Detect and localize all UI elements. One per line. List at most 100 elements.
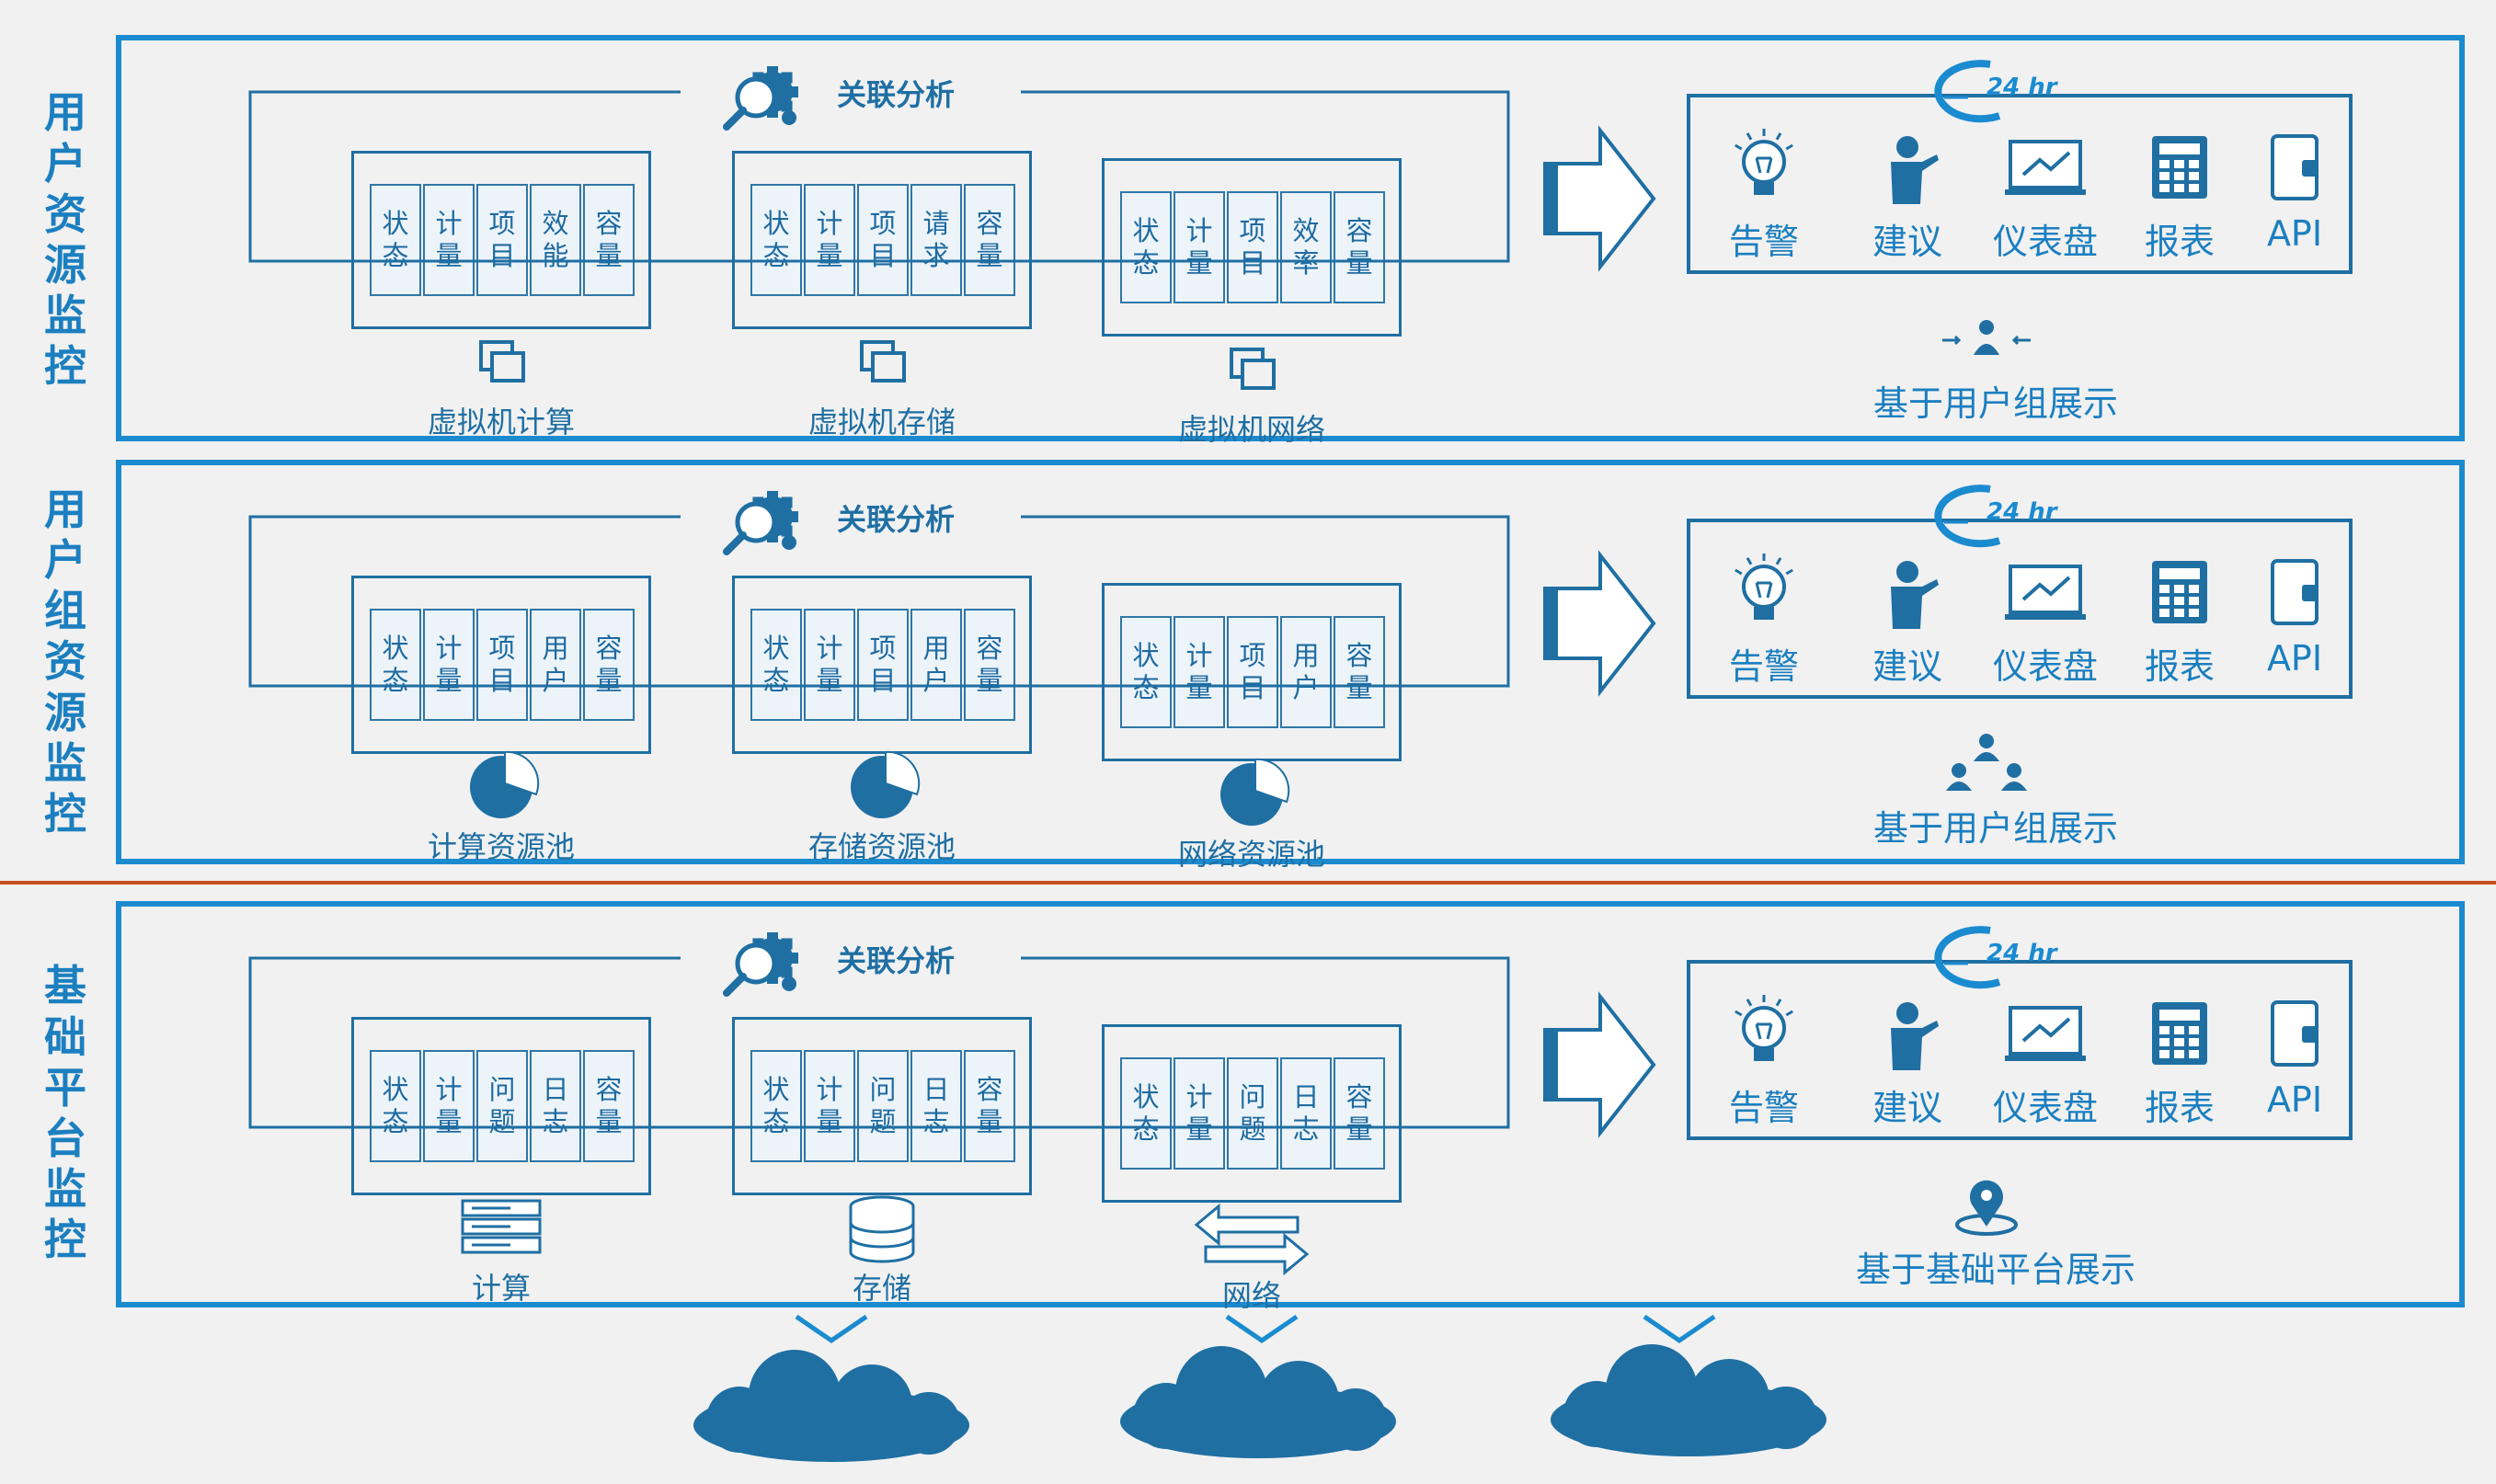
metric-card-char: 态 [762, 1106, 790, 1137]
output-label-4: API [2266, 638, 2323, 679]
user-group-icon [1979, 734, 1994, 748]
metric-card-char: 项 [869, 208, 897, 240]
row-label-char: 基 [44, 961, 86, 1011]
group-label-1: 存储资源池 [807, 829, 956, 864]
association-loop-line [248, 515, 1510, 688]
metric-card-char: 量 [1345, 672, 1373, 703]
lightbulb-icon [1742, 565, 1786, 609]
metric-card: 请求 [910, 184, 962, 296]
metric-card-char: 效 [1292, 215, 1320, 247]
group-label-0: 计算资源池 [427, 829, 575, 864]
metric-card-char: 用 [1292, 640, 1320, 672]
badge-24hr: 24 hr [1986, 74, 2057, 101]
basis-label-1: 基于用户组展示 [1872, 808, 2118, 849]
metric-card-char: 计 [816, 208, 843, 240]
metric-card-char: 态 [382, 240, 409, 271]
row-label-char: 台 [44, 1113, 86, 1163]
metric-card-char: 量 [1185, 247, 1213, 279]
group-label-1: 存储 [852, 1271, 911, 1306]
section-divider [0, 881, 2496, 885]
output-box-1 [1687, 519, 2353, 699]
metric-card-char: 效 [542, 208, 569, 240]
lightbulb-icon [1742, 1006, 1786, 1050]
metric-card-char: 状 [1132, 1081, 1160, 1113]
metric-card-char: 请 [922, 208, 950, 240]
metric-card-char: 项 [1239, 640, 1266, 672]
metric-card-char: 状 [382, 1074, 409, 1106]
metric-card-char: 量 [1345, 247, 1373, 279]
metric-card: 计量 [1174, 1057, 1225, 1170]
metric-card-char: 状 [382, 633, 409, 665]
basis-label-0: 基于用户组展示 [1872, 383, 2118, 424]
clock-24hr-icon [1934, 60, 2001, 123]
metric-card: 问题 [476, 1050, 528, 1162]
metric-card-char: 态 [762, 240, 790, 271]
association-analysis-label: 关联分析 [837, 943, 956, 978]
metric-card-char: 容 [595, 1074, 623, 1106]
metric-card: 计量 [1174, 616, 1225, 728]
metric-card-char: 态 [382, 1106, 409, 1137]
metric-card: 状态 [370, 1050, 421, 1162]
group-box-2 [1102, 1024, 1402, 1203]
group-box-1 [732, 151, 1032, 329]
metric-card-char: 态 [382, 665, 409, 696]
metric-card: 日志 [910, 1050, 962, 1162]
metric-card-char: 量 [816, 665, 843, 696]
row-label-char: 控 [44, 1215, 86, 1265]
user-center-icon [1979, 320, 1994, 335]
metric-card: 容量 [1334, 1057, 1385, 1170]
metric-card-char: 状 [1132, 640, 1160, 672]
group-box-1 [732, 1017, 1032, 1195]
metric-card-char: 容 [595, 208, 623, 240]
metric-card-char: 量 [976, 240, 1003, 271]
metric-card-char: 容 [1345, 1081, 1373, 1113]
output-label-4: API [2266, 213, 2323, 254]
metric-card-char: 户 [922, 665, 950, 696]
metric-card: 日志 [530, 1050, 581, 1162]
metric-card-char: 能 [542, 240, 569, 271]
metric-card-char: 率 [1292, 247, 1320, 279]
metric-card: 计量 [804, 1050, 855, 1162]
row-label-char: 用 [44, 87, 86, 138]
metric-card: 问题 [857, 1050, 909, 1162]
down-chevron-icon [1643, 1314, 1716, 1344]
metric-card: 计量 [804, 184, 855, 296]
metric-card-char: 容 [595, 633, 623, 665]
row-label-1: 用户组资源监控 [33, 478, 97, 846]
metric-card: 状态 [750, 609, 802, 721]
metric-card-char: 计 [1185, 215, 1213, 247]
metric-card-char: 容 [976, 208, 1003, 240]
metric-card-char: 容 [976, 633, 1003, 665]
metric-card-char: 量 [1185, 1113, 1213, 1145]
association-analysis-label: 关联分析 [837, 502, 956, 537]
row-label-char: 户 [44, 138, 86, 188]
metric-card-char: 计 [435, 1074, 463, 1106]
metric-card-char: 目 [1239, 672, 1266, 703]
metric-card: 效率 [1280, 191, 1332, 303]
output-label-2: 仪表盘 [1992, 646, 2098, 687]
metric-card: 用户 [530, 609, 581, 721]
metric-card: 状态 [1120, 1057, 1172, 1170]
metric-card-char: 题 [869, 1106, 897, 1137]
row-label-char: 源 [44, 687, 86, 737]
down-chevron-icon [1225, 1314, 1299, 1344]
metric-card-char: 用 [922, 633, 950, 665]
datacenter-1 [1120, 1314, 1396, 1458]
output-label-3: 报表 [2144, 1088, 2215, 1128]
metric-card-char: 量 [595, 1106, 623, 1137]
output-label-0: 告警 [1728, 1088, 1799, 1128]
down-chevron-icon [795, 1314, 868, 1344]
metric-card-char: 求 [922, 240, 950, 271]
metric-card-char: 计 [816, 633, 843, 665]
output-label-1: 建议 [1872, 222, 1942, 262]
row-label-char: 平 [44, 1062, 86, 1113]
output-label-3: 报表 [2144, 222, 2215, 262]
row-label-char: 础 [44, 1011, 86, 1062]
group-label-2: 虚拟机网络 [1177, 412, 1325, 447]
group-box-2 [1102, 583, 1402, 761]
metric-card-char: 志 [542, 1106, 569, 1137]
metric-card: 状态 [370, 609, 421, 721]
person-icon [1896, 561, 1918, 583]
row-label-char: 监 [44, 1164, 86, 1215]
